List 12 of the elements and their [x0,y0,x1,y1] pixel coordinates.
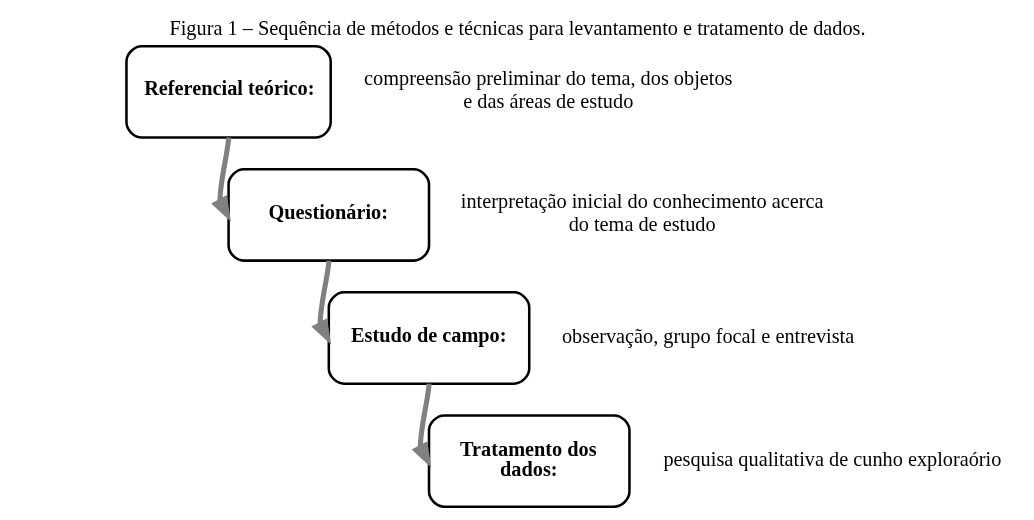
arrow [411,383,432,468]
node-box: Tratamento dos dados: [427,414,631,508]
node-box: Estudo de campo: [327,291,530,385]
arrow [210,137,231,222]
node-box: Questionário: [226,168,430,262]
arrow [310,260,331,345]
node-label: pesquisa qualitativa de cunho exploraório [662,447,1001,470]
node-label: interpretação inicial do conhecimento acerca do tema de estudo [460,190,823,236]
diagram-title: Figura 1 – Sequência de métodos e técnicas para levantamento e tratamento de dados. [168,16,866,39]
node-label: compreensão preliminar do tema, dos objetos e das áreas de estudo [363,67,732,113]
node-box: Referencial teórico: [124,45,332,139]
node-label: observação, grupo focal e entrevista [561,324,854,347]
